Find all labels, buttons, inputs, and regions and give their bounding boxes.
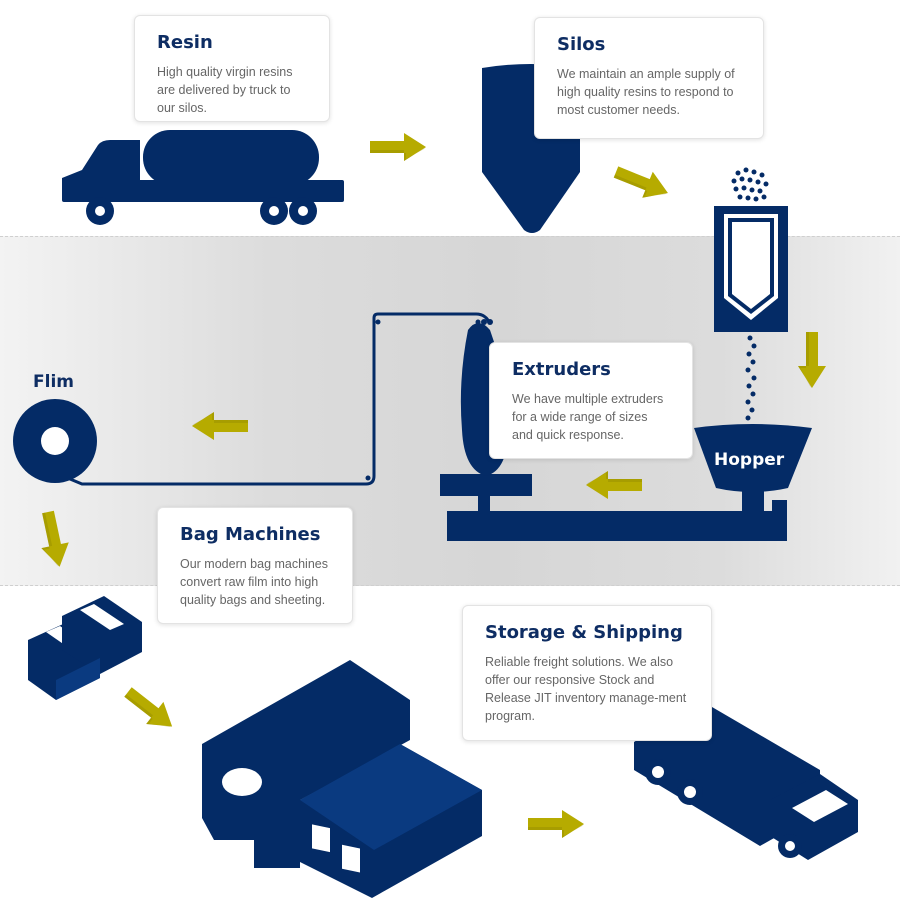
hopper-icon — [694, 424, 812, 512]
silos-card: Silos We maintain an ample supply of hig… — [534, 17, 764, 139]
film-roll-icon — [13, 399, 97, 483]
arrow-icon — [528, 810, 584, 838]
film-line-icon — [57, 312, 492, 486]
arrow-icon — [192, 412, 248, 440]
resin-description: High quality virgin resins are delivered… — [157, 65, 293, 115]
resin-pellets-icon — [731, 167, 769, 202]
film-label: Flim — [33, 372, 74, 392]
warehouse-icon — [202, 660, 482, 898]
storage-shipping-card: Storage & Shipping Reliable freight solu… — [462, 605, 712, 741]
hopper-label: Hopper — [714, 450, 785, 470]
bag-machines-card: Bag Machines Our modern bag machines con… — [157, 507, 353, 624]
bag-machines-description: Our modern bag machines convert raw film… — [180, 557, 328, 607]
arrow-icon — [610, 159, 674, 206]
bags-icon — [28, 596, 142, 700]
extruders-card: Extruders We have multiple extruders for… — [489, 342, 693, 459]
storage-shipping-title: Storage & Shipping — [485, 622, 683, 643]
arrow-icon — [370, 133, 426, 161]
silos-title: Silos — [557, 34, 606, 55]
extruders-title: Extruders — [512, 359, 611, 380]
resin-card: Resin High quality virgin resins are del… — [134, 15, 330, 122]
storage-shipping-description: Reliable freight solutions. We also offe… — [485, 655, 687, 723]
extruders-description: We have multiple extruders for a wide ra… — [512, 392, 664, 442]
arrow-icon — [798, 332, 826, 388]
arrow-icon — [119, 680, 181, 738]
resin-title: Resin — [157, 32, 213, 53]
bag-machines-title: Bag Machines — [180, 524, 321, 545]
tanker-truck-icon — [62, 130, 344, 225]
arrow-icon — [34, 509, 74, 570]
extruder-base-icon — [440, 474, 787, 541]
silos-description: We maintain an ample supply of high qual… — [557, 67, 735, 117]
arrow-icon — [586, 471, 642, 499]
feed-tube-icon — [714, 206, 788, 421]
